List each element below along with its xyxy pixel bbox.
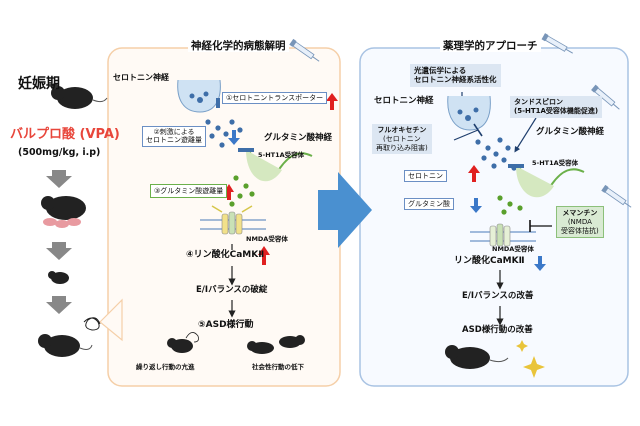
syringe-icon — [289, 38, 320, 62]
down-arrow-icon — [470, 198, 482, 213]
right-receptor-5ht1a-label: 5-HT1A受容体 — [532, 159, 579, 167]
down-arrow-icon — [228, 130, 240, 145]
step2-line1: ②刺激による — [153, 128, 195, 136]
optogenetics-line1: 光遺伝学による — [414, 66, 467, 75]
receptor-icon — [238, 148, 254, 152]
sparkle-icon — [523, 356, 545, 378]
memantine-line2: (NMDA — [567, 217, 592, 226]
syringe-icon — [601, 184, 632, 208]
step3-box: ③グルタミン酸遊離量 — [150, 184, 228, 198]
memantine-line1: メマンチン — [562, 209, 598, 217]
mouse-icon — [48, 271, 69, 284]
ei-improve-label: E/Iバランスの改善 — [462, 291, 534, 301]
big-arrow-icon — [318, 172, 372, 248]
asd-improve-label: ASD様行動の改善 — [462, 325, 533, 335]
scribble-icon — [83, 317, 101, 331]
receptor-icon — [489, 223, 511, 247]
step1-box: ①セロトニントランスポーター — [222, 92, 328, 105]
down-arrow-icon — [46, 296, 72, 314]
receptor-icon — [221, 211, 243, 235]
up-arrow-icon — [326, 93, 338, 110]
pregnancy-label: 妊娠期 — [18, 76, 60, 92]
step2-line2: セロトニン遊離量 — [146, 136, 202, 145]
dose-label: (500mg/kg, i.p) — [18, 147, 101, 158]
syringe-icon — [591, 84, 620, 110]
mouse-icon — [247, 341, 274, 354]
down-arrow-icon — [46, 170, 72, 188]
repetitive-label: 繰り返し行動の亢進 — [136, 363, 195, 371]
right-panel-title: 薬理学的アプローチ — [440, 40, 541, 53]
optogenetics-box: 光遺伝学による セロトニン神経系活性化 — [410, 64, 501, 87]
receptor-icon — [508, 164, 524, 168]
fluoxetine-box: フルオキセチン (セロトニン 再取り込み阻害) — [372, 124, 432, 155]
syringe-icon — [541, 33, 573, 54]
serotonin-neuron-terminal — [177, 79, 221, 113]
tandospirone-line1: タンドスピロン — [514, 98, 563, 106]
callout-tail — [99, 298, 123, 342]
tandospirone-line2: (5-HT1A受容体機能促進) — [514, 106, 599, 115]
down-arrow-icon — [534, 256, 546, 271]
nmda-receptor-label: NMDA受容体 — [246, 235, 288, 243]
serotonin-neuron-label: セロトニン神経 — [113, 73, 169, 82]
mouse-icon — [167, 332, 199, 353]
mouse-icon — [38, 334, 93, 357]
right-nmda-receptor-label: NMDA受容体 — [492, 245, 534, 253]
right-glutamate-neuron-label: グルタミン酸神経 — [536, 127, 605, 137]
glutamate-label-box: グルタミン酸 — [404, 198, 454, 211]
ei-breakdown-label: E/Iバランスの破綻 — [196, 285, 268, 295]
up-arrow-icon — [258, 246, 270, 265]
mouse-icon — [445, 345, 509, 369]
up-arrow-icon — [468, 165, 480, 182]
serotonin-label-box: セロトニン — [404, 170, 447, 183]
step5-label: ⑤ASD様行動 — [198, 320, 254, 330]
serotonin-neuron-terminal-right — [447, 95, 491, 131]
memantine-line3: 受容体拮抗) — [561, 226, 599, 235]
mouse-icon — [279, 335, 305, 348]
fluoxetine-line1: フルオキセチン — [377, 126, 427, 134]
optogenetics-line2: セロトニン神経系活性化 — [414, 75, 497, 85]
right-serotonin-neuron-label: セロトニン神経 — [374, 96, 434, 106]
mouse-icon — [41, 196, 86, 228]
fluoxetine-line2: (セロトニン — [383, 134, 421, 143]
step4-label: ④リン酸化CaMKⅡ — [186, 250, 265, 260]
tandospirone-box: タンドスピロン (5-HT1A受容体機能促進) — [510, 96, 603, 118]
memantine-box: メマンチン (NMDA 受容体拮抗) — [556, 206, 604, 239]
right-camk-label: リン酸化CaMKⅡ — [454, 256, 525, 266]
transporter-icon — [216, 98, 220, 108]
middle-panel-title: 神経化学的病態解明 — [188, 40, 289, 53]
sparkle-icon — [516, 340, 528, 352]
social-label: 社会性行動の低下 — [252, 363, 304, 371]
fluoxetine-line3: 再取り込み阻害) — [376, 143, 428, 152]
glutamate-dots — [225, 175, 255, 207]
down-arrow-icon — [46, 242, 72, 260]
mouse-icon — [51, 83, 108, 109]
glutamate-dots-right — [497, 195, 523, 215]
glutamate-neuron-label: グルタミン酸神経 — [264, 133, 333, 143]
step2-box: ②刺激による セロトニン遊離量 — [142, 126, 206, 147]
receptor-5ht1a-label: 5-HT1A受容体 — [258, 151, 305, 159]
vpa-label: バルプロ酸 (VPA) — [10, 127, 120, 142]
